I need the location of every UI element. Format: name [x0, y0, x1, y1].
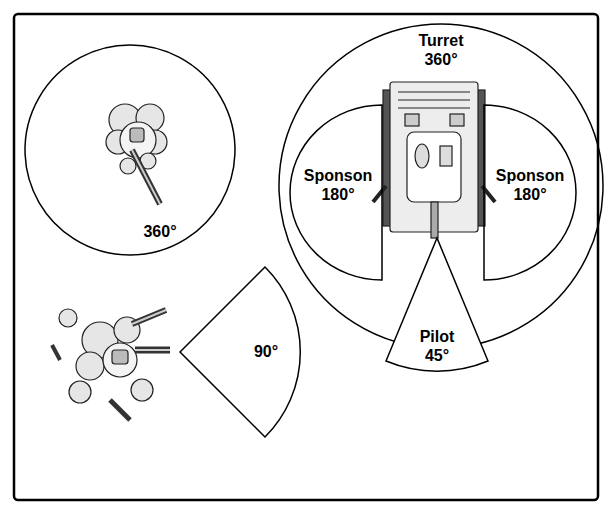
sponson-arc: Sponson 180° — [484, 105, 576, 280]
arc-label: Turret 360° — [409, 31, 473, 69]
arc-label: Sponson 180° — [492, 166, 568, 204]
outline-path — [180, 267, 300, 437]
arc-label: 360° — [130, 222, 190, 241]
outline — [25, 45, 235, 255]
arc-label: Pilot 45° — [413, 327, 461, 365]
outline-path — [25, 45, 235, 255]
turret-arc-circle: Turret 360°Sponson 180°Sponson 180°Pilot… — [279, 24, 603, 348]
arc-label: Sponson 180° — [300, 166, 376, 204]
sponson-arc: Sponson 180° — [290, 105, 382, 280]
pilot-arc: Pilot 45° — [383, 238, 491, 372]
outline-path — [386, 238, 488, 371]
arc-label: 90° — [241, 342, 291, 361]
frame — [14, 14, 598, 500]
tank — [373, 82, 495, 238]
outline — [180, 267, 302, 439]
arc-circle: 360° — [25, 45, 235, 255]
outline-path — [484, 105, 576, 280]
mech-bottom-left — [52, 309, 170, 420]
outline-path — [290, 105, 382, 280]
arc-sector: 90° — [180, 267, 302, 439]
mech-top-left — [106, 104, 167, 204]
